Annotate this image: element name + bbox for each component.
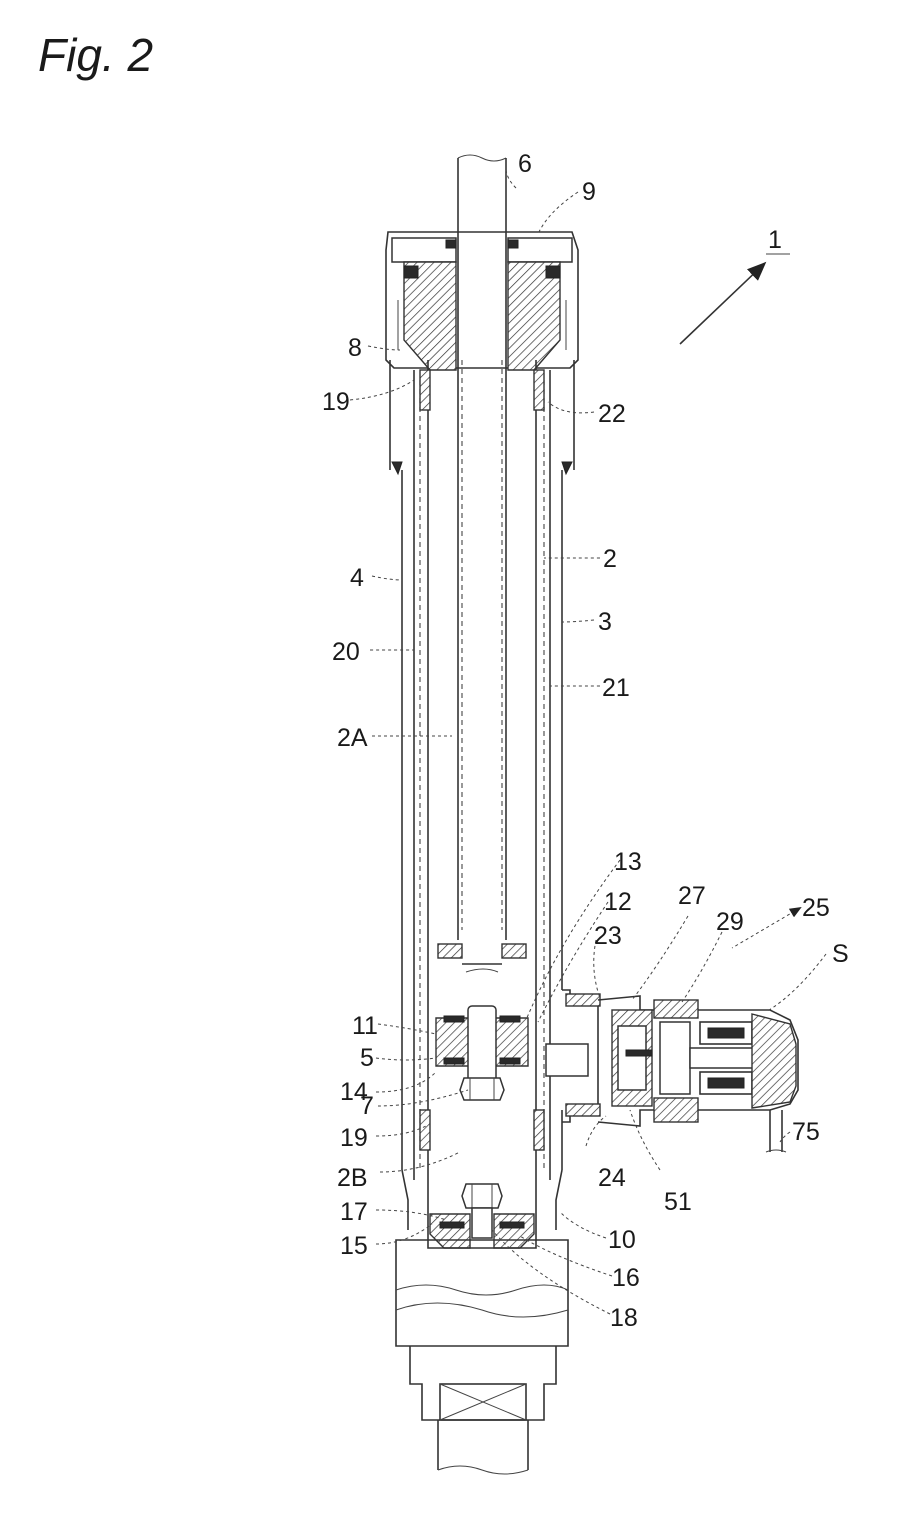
base-valve bbox=[427, 1183, 537, 1249]
cylinder bbox=[419, 360, 545, 1220]
label-2: 2 bbox=[603, 545, 617, 573]
figure-title: Fig. 2 bbox=[38, 29, 154, 81]
label-25: 25 bbox=[802, 894, 830, 922]
rebound-stopper bbox=[437, 943, 527, 973]
label-17: 17 bbox=[340, 1198, 368, 1226]
label-12: 12 bbox=[604, 888, 632, 916]
damping-valve-unit bbox=[545, 989, 799, 1153]
label-2a: 2A bbox=[337, 724, 368, 752]
label-29: 29 bbox=[716, 908, 744, 936]
label-13: 13 bbox=[614, 848, 642, 876]
label-15: 15 bbox=[340, 1232, 368, 1260]
rod-guide-cap bbox=[385, 231, 579, 371]
label-4: 4 bbox=[350, 564, 364, 592]
label-9: 9 bbox=[582, 178, 596, 206]
outer-tube bbox=[389, 360, 575, 1230]
piston-rod bbox=[457, 154, 507, 940]
label-1: 1 bbox=[768, 226, 782, 254]
leader-lines bbox=[349, 167, 827, 1315]
label-8: 8 bbox=[348, 334, 362, 362]
label-21: 21 bbox=[602, 674, 630, 702]
label-5: 5 bbox=[360, 1044, 374, 1072]
label-2b: 2B bbox=[337, 1164, 368, 1192]
label-23: 23 bbox=[594, 922, 622, 950]
label-3: 3 bbox=[598, 608, 612, 636]
label-10: 10 bbox=[608, 1226, 636, 1254]
reference-labels: 1 2 2A 2B 3 4 5 6 7 8 9 10 11 12 13 14 1… bbox=[322, 150, 849, 1332]
label-19-top: 19 bbox=[322, 388, 350, 416]
label-19-bottom: 19 bbox=[340, 1124, 368, 1152]
label-27: 27 bbox=[678, 882, 706, 910]
label-6: 6 bbox=[518, 150, 532, 178]
label-20: 20 bbox=[332, 638, 360, 666]
label-14: 14 bbox=[340, 1078, 368, 1106]
label-51: 51 bbox=[664, 1188, 692, 1216]
label-22: 22 bbox=[598, 400, 626, 428]
label-11: 11 bbox=[352, 1012, 378, 1040]
label-75: 75 bbox=[792, 1118, 820, 1146]
label-16: 16 bbox=[612, 1264, 640, 1292]
bottom-mount bbox=[395, 1239, 569, 1475]
label-18: 18 bbox=[610, 1304, 638, 1332]
label-7: 7 bbox=[360, 1092, 374, 1120]
piston-assembly bbox=[435, 1005, 529, 1101]
label-24: 24 bbox=[598, 1164, 626, 1192]
label-s: S bbox=[832, 940, 849, 968]
